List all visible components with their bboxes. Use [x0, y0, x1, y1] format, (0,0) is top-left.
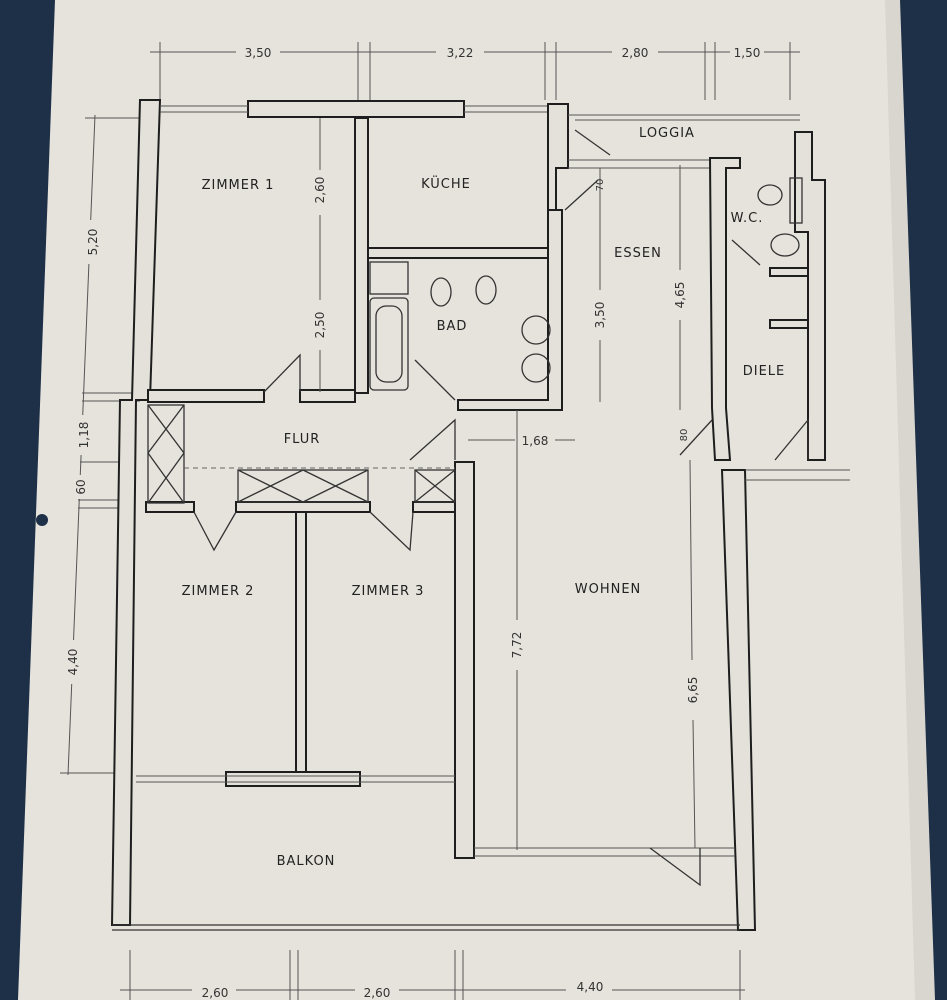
- wall-zimmer2-3: [295, 511, 307, 773]
- dim-essen-total: 4,65: [673, 282, 687, 309]
- dim-essen-door: 70: [595, 179, 606, 192]
- room-zimmer-1: ZIMMER 1: [202, 178, 275, 193]
- room-labels: ZIMMER 1 KÜCHE LOGGIA W.C. ESSEN BAD DIE…: [182, 126, 786, 869]
- dim-bottom-1: 2,60: [202, 986, 229, 1000]
- dim-zimmer1-b: 2,50: [313, 312, 327, 339]
- dim-wohnen: 6,65: [686, 677, 700, 704]
- sink-icon: [521, 315, 551, 345]
- dim-top-2: 3,22: [447, 46, 474, 60]
- bottom-dimension-line: 2,60 2,60 4,40: [120, 950, 745, 1000]
- room-wc: W.C.: [731, 211, 764, 226]
- bathtub-icon: [369, 297, 409, 391]
- wc-sink-icon: [770, 233, 800, 257]
- interior-dimension-labels: 2,60 2,50 70 3,50 4,65 1,68 80 7,72 6,65: [313, 177, 700, 704]
- shower-icon: [369, 261, 409, 295]
- dim-left-1: 5,20: [86, 229, 100, 256]
- wall-zimmer1-bottom-right: [299, 389, 356, 403]
- wall-diele-left: [708, 157, 741, 461]
- wall-zimmer1-kitchen: [354, 117, 369, 394]
- left-dimension-line: 5,20 1,18 60 4,40: [60, 114, 140, 776]
- wc-toilet-icon: [757, 184, 783, 206]
- door-swings: [193, 129, 809, 887]
- bidet-icon: [430, 277, 452, 307]
- wall-bad-right: [457, 209, 563, 411]
- dim-wohnen-total: 7,72: [510, 632, 524, 659]
- room-zimmer-3: ZIMMER 3: [352, 584, 425, 599]
- room-loggia: LOGGIA: [639, 126, 695, 141]
- room-bad: BAD: [437, 319, 468, 334]
- dim-top-1: 3,50: [245, 46, 272, 60]
- dim-top-3: 2,80: [622, 46, 649, 60]
- wall-kitchen-bottom: [367, 247, 554, 259]
- dim-essen: 3,50: [593, 302, 607, 329]
- dim-flur-width: 1,68: [522, 434, 549, 448]
- toilet-icon: [475, 275, 497, 305]
- room-wohnen: WOHNEN: [575, 582, 642, 597]
- dim-left-2: 1,18: [77, 422, 91, 449]
- walls: [110, 99, 850, 931]
- wall-top-kitchen: [247, 100, 465, 118]
- wall-wohnen-left: [454, 461, 475, 859]
- wardrobe-flur: [184, 467, 456, 503]
- room-essen: ESSEN: [614, 246, 662, 261]
- dim-bottom-3: 4,40: [577, 980, 604, 994]
- fixtures: [147, 129, 809, 887]
- sink-icon: [521, 353, 551, 383]
- wall-balkon-top: [225, 771, 361, 787]
- room-kueche: KÜCHE: [421, 175, 471, 192]
- dim-left-3: 60: [74, 479, 88, 494]
- dim-zimmer1-a: 2,60: [313, 177, 327, 204]
- room-zimmer-2: ZIMMER 2: [182, 584, 255, 599]
- dim-diele-door: 80: [679, 429, 690, 442]
- outer-wall-right: [720, 469, 757, 931]
- top-dimension-line: 3,50 3,22 2,80 1,50: [150, 42, 800, 100]
- wardrobe-left: [147, 404, 185, 504]
- wall-flur-bottom-right: [412, 501, 462, 513]
- room-flur: FLUR: [284, 432, 321, 447]
- dim-left-4: 4,40: [66, 649, 80, 676]
- wall-zimmer1-bottom: [147, 389, 265, 403]
- room-balkon: BALKON: [277, 854, 336, 869]
- dim-bottom-2: 2,60: [364, 986, 391, 1000]
- interior-dimension-lines: [319, 118, 696, 850]
- punch-hole: [36, 514, 48, 526]
- dim-top-4: 1,50: [734, 46, 761, 60]
- room-diele: DIELE: [743, 364, 786, 379]
- wall-flur-bottom-mid: [235, 501, 371, 513]
- wall-flur-bottom-left: [145, 501, 195, 513]
